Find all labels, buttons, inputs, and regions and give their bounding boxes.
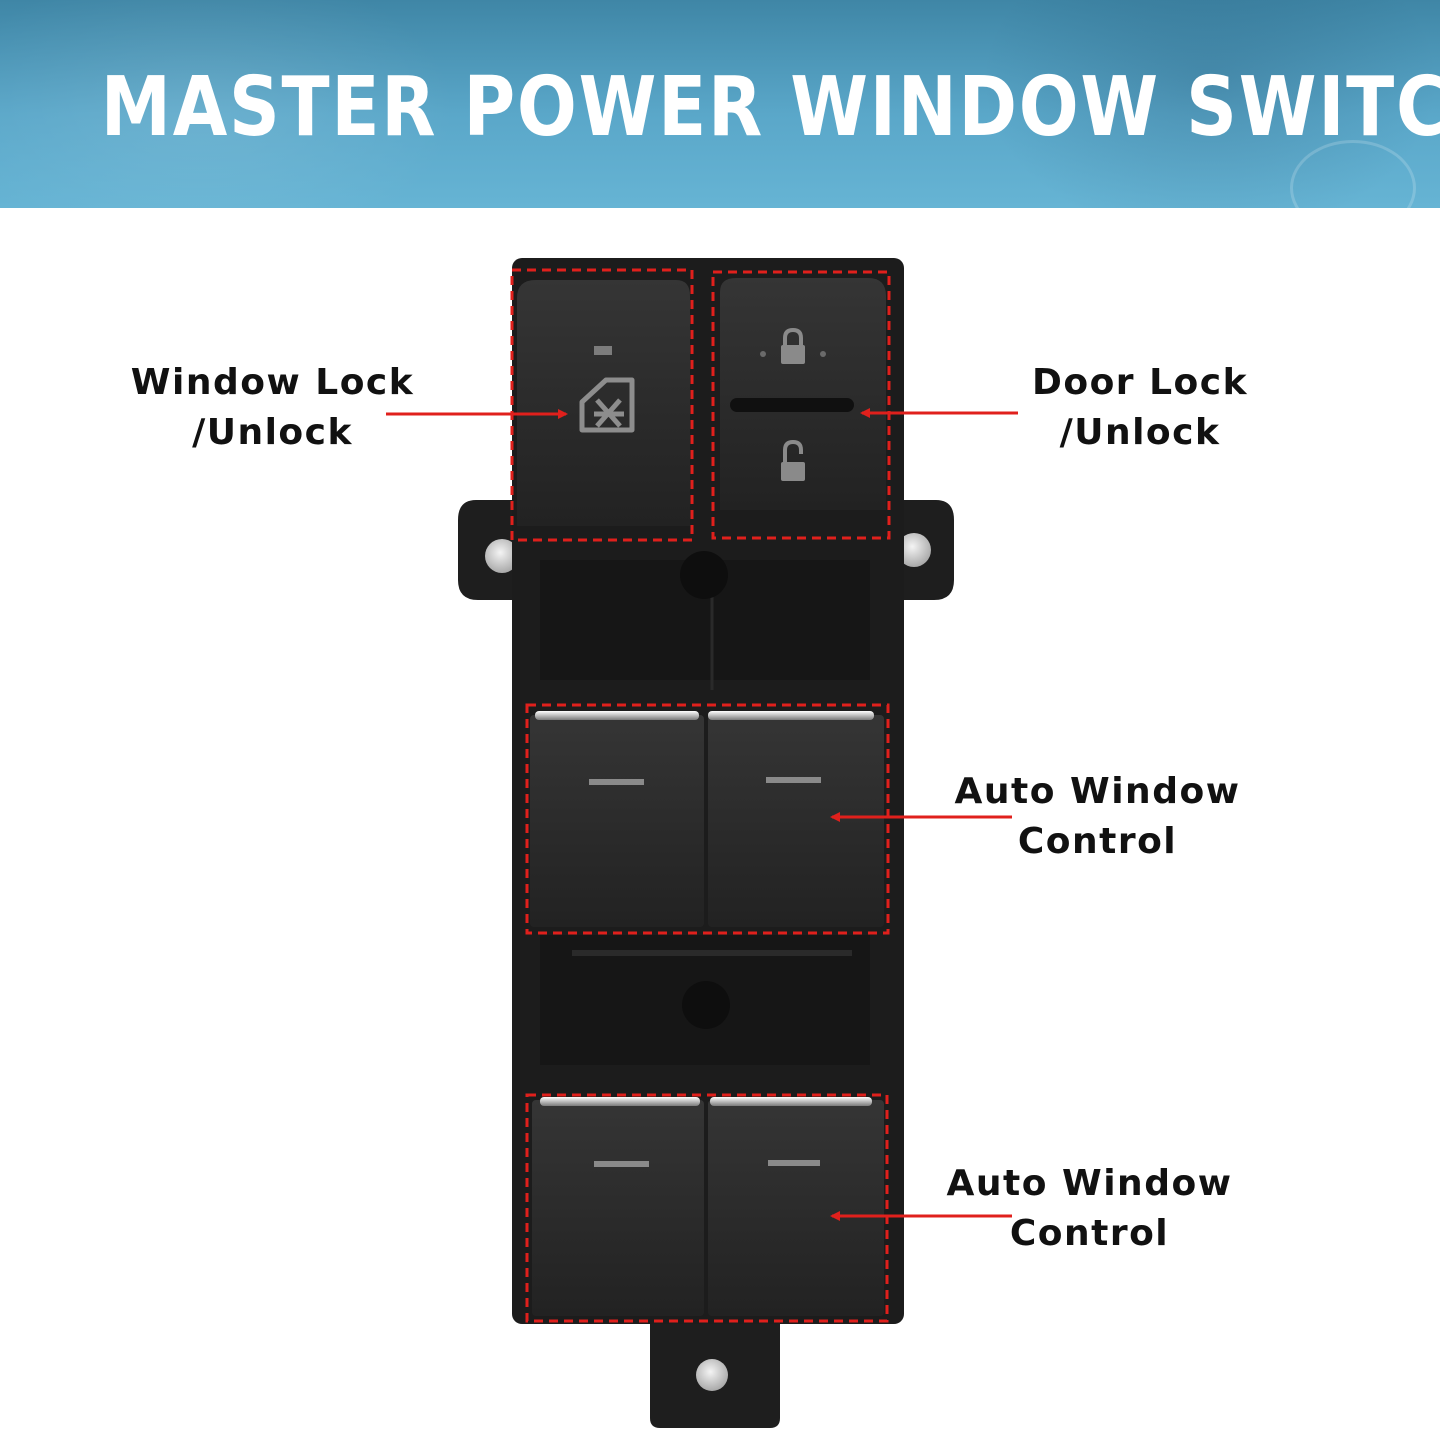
chrome-trim (708, 711, 874, 720)
mount-hole (680, 551, 728, 599)
highlight-window-lock (510, 268, 694, 542)
highlight-rear-windows (525, 1093, 889, 1323)
callout-auto-window-front: Auto Window Control (950, 767, 1245, 867)
window-lock-icon (579, 377, 635, 433)
highlight-front-windows (525, 703, 890, 935)
callout-door-lock: Door Lock /Unlock (1020, 358, 1260, 458)
window-switch-rear-left[interactable] (532, 1097, 704, 1316)
window-switch-rear-right[interactable] (708, 1097, 884, 1316)
callout-line: Control (1009, 1213, 1170, 1254)
header-banner: MASTER POWER WINDOW SWITCH (0, 0, 1440, 208)
screw-icon (897, 533, 931, 567)
screw-icon (485, 539, 519, 573)
highlight-door-lock (711, 270, 891, 540)
window-lock-button[interactable] (517, 280, 690, 526)
mount-hole (682, 981, 730, 1029)
window-switch-front-left[interactable] (530, 711, 704, 927)
door-lock-button[interactable] (720, 278, 886, 510)
callout-line: Door Lock (1031, 362, 1249, 403)
mounting-tab-bottom (650, 1318, 780, 1428)
callout-window-lock: Window Lock /Unlock (120, 358, 425, 458)
window-switch-front-right[interactable] (708, 711, 884, 927)
callout-line: Control (1017, 821, 1178, 862)
page-title: MASTER POWER WINDOW SWITCH (100, 60, 1440, 155)
callout-line: Window Lock (130, 362, 415, 403)
callout-line: /Unlock (1059, 412, 1221, 453)
callout-line: Auto Window (946, 1163, 1233, 1204)
screw-icon (696, 1359, 728, 1391)
banner-texture (0, 0, 460, 208)
mounting-tab-left (458, 500, 525, 600)
callout-auto-window-rear: Auto Window Control (942, 1159, 1237, 1259)
chrome-trim (540, 1097, 700, 1106)
chrome-trim (535, 711, 699, 720)
callout-line: /Unlock (192, 412, 353, 453)
lock-open-icon (781, 439, 805, 481)
lock-closed-icon (781, 327, 805, 364)
chrome-trim (710, 1097, 872, 1106)
callout-line: Auto Window (954, 771, 1241, 812)
